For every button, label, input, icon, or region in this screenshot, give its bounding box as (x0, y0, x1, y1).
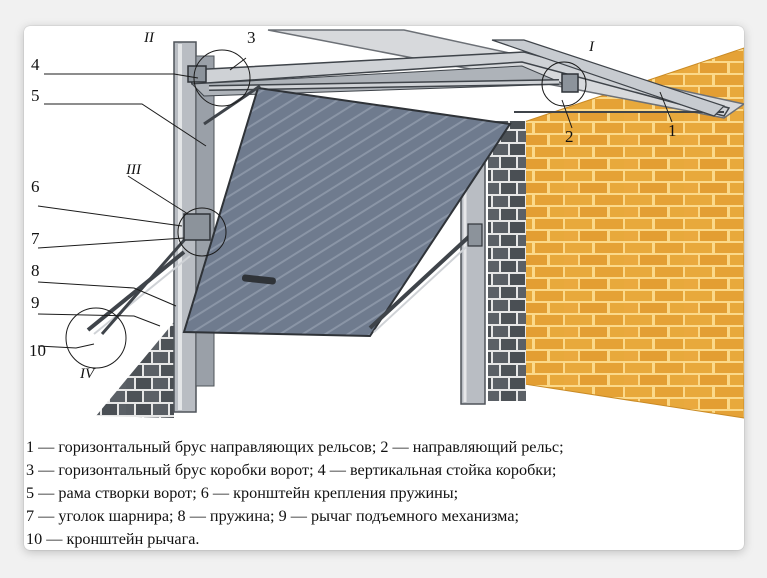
callout-3: 3 (247, 28, 256, 47)
legend-line: 7 — уголок шарнира; 8 — пружина; 9 — рыч… (26, 507, 519, 525)
door-leaf (182, 86, 512, 338)
callout-labels: 4 5 6 7 8 9 10 3 2 1 II I III IV (29, 28, 677, 382)
roman-label-iv: IV (79, 366, 96, 382)
callout-2: 2 (565, 127, 574, 146)
callout-1: 1 (668, 121, 677, 140)
callout-6: 6 (31, 177, 40, 196)
legend-line: 1 — горизонтальный брус направляющих рел… (26, 438, 564, 456)
guide-rail (208, 79, 560, 91)
callout-8: 8 (31, 261, 40, 280)
roman-label-ii: II (143, 30, 155, 46)
callout-4: 4 (31, 55, 40, 74)
callout-10: 10 (29, 341, 46, 360)
detail-circles (65, 49, 587, 369)
callout-5: 5 (31, 86, 40, 105)
figure-card: 4 5 6 7 8 9 10 3 2 1 II I III IV 1 — гор… (24, 26, 744, 550)
roman-label-iii: III (125, 162, 142, 178)
brackets (183, 65, 579, 247)
legend-caption: 1 — горизонтальный брус направляющих рел… (26, 436, 741, 550)
roman-label-i: I (588, 39, 595, 55)
legend-line: 5 — рама створки ворот; 6 — кронштейн кр… (26, 484, 459, 502)
leader-lines (37, 57, 673, 349)
left-brick-base (96, 322, 174, 418)
callout-7: 7 (31, 229, 40, 248)
right-brick-pillar (488, 121, 526, 401)
legend-line: 10 — кронштейн рычага. (26, 530, 200, 548)
callout-9: 9 (31, 293, 40, 312)
garage-door-illustration: 4 5 6 7 8 9 10 3 2 1 II I III IV (29, 28, 744, 419)
legend-line: 3 — горизонтальный брус коробки ворот; 4… (26, 461, 557, 479)
